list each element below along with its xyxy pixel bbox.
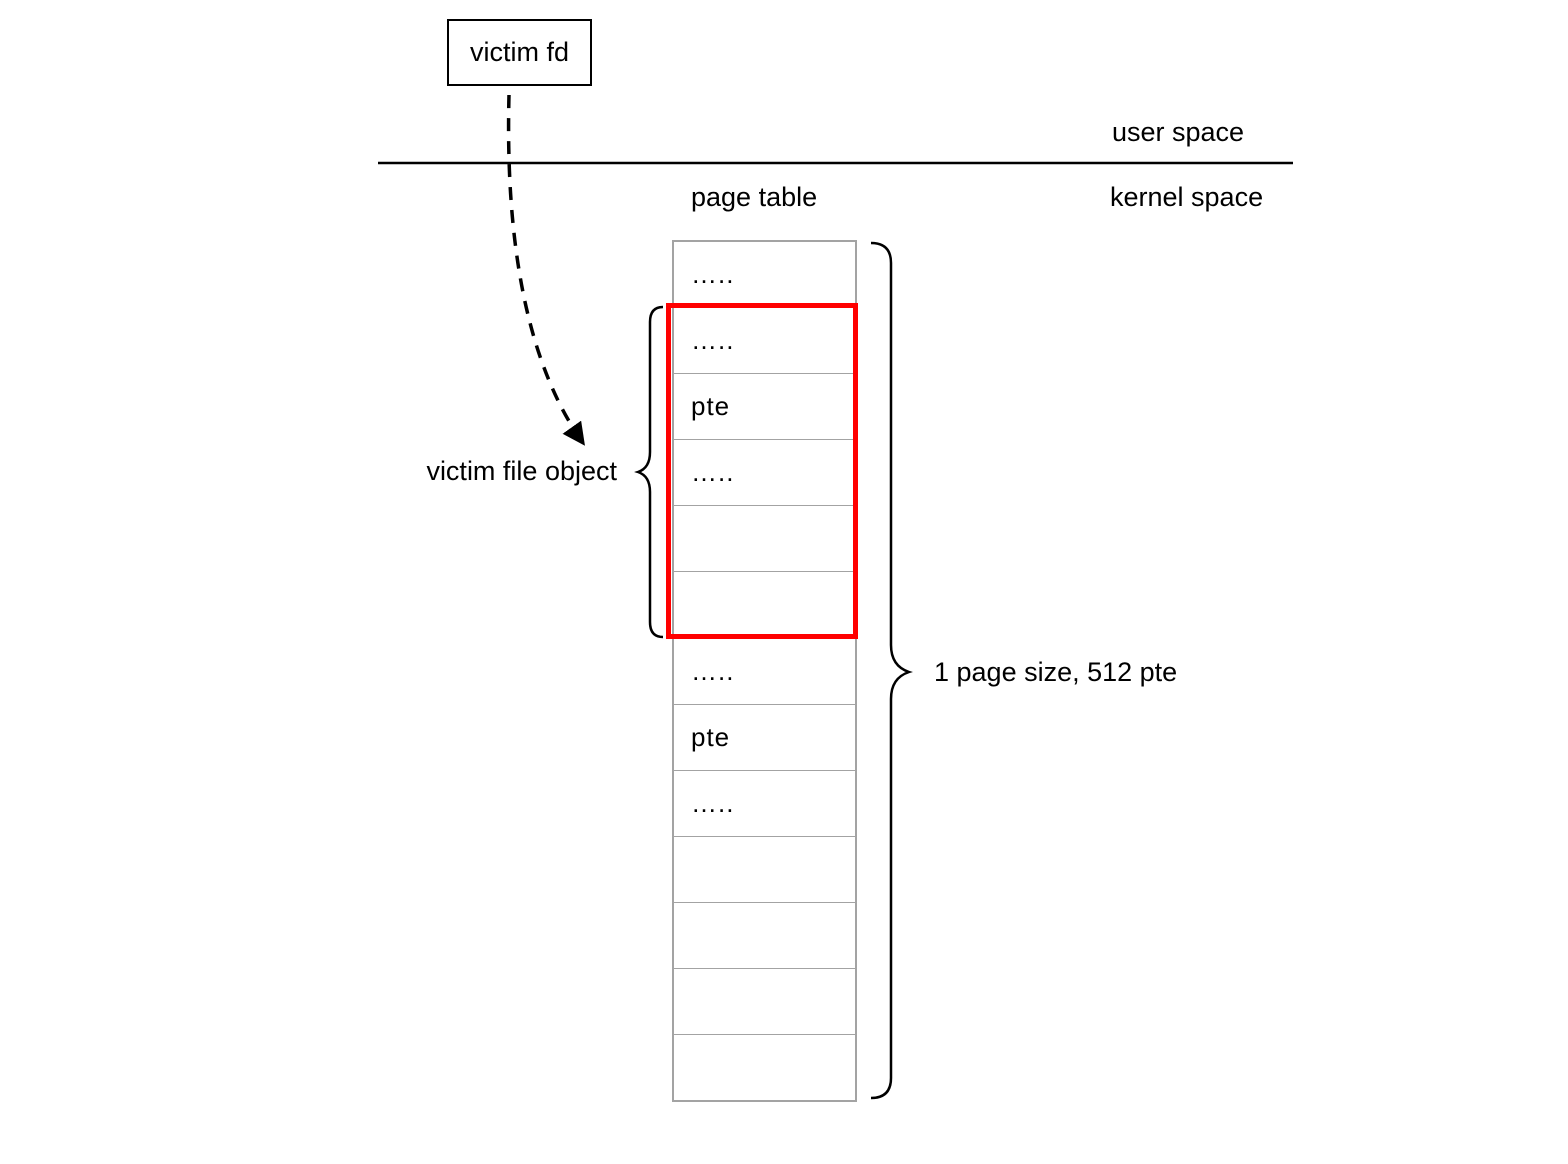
page-size-label: 1 page size, 512 pte [934,657,1178,687]
page-table-row: ….. [674,242,855,309]
victim-file-object-label: victim file object [426,456,617,486]
victim-fd-arrow [506,94,585,446]
page-table-row [674,506,855,573]
user-space-label: user space [1112,117,1245,147]
victim-fd-label: victim fd [469,37,569,67]
kernel-space-label: kernel space [1110,182,1264,212]
victim-file-object-brace [634,305,664,639]
page-table-row: ….. [674,638,855,705]
page-table-row [674,969,855,1035]
page-table-row: ….. [674,308,855,375]
page-table-row [674,837,855,903]
page-size-brace [870,241,913,1100]
victim-fd-box: victim fd [447,19,592,86]
page-table-row: pte [674,705,855,771]
page-table-row: ….. [674,440,855,507]
page-table-row: ….. [674,771,855,837]
page-table-row [674,903,855,969]
page-table-row [674,572,855,639]
page-table-row [674,1035,855,1100]
page-table-label: page table [691,182,818,212]
page-table-row: pte [674,374,855,441]
page-table: ….. ….. pte ….. ….. pte ….. [672,240,857,1102]
